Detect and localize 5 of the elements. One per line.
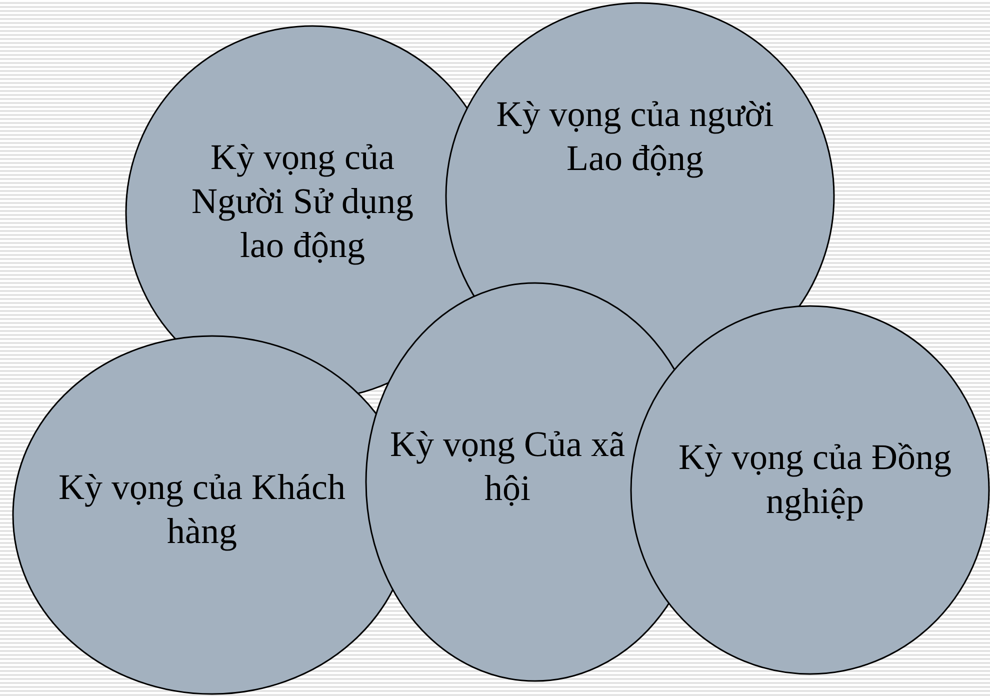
node-label: Kỳ vọng của người Lao động bbox=[495, 93, 775, 180]
node-label: Kỳ vọng của Khách hàng bbox=[58, 466, 346, 553]
node-label: Kỳ vọng của Đồng nghiệp bbox=[678, 436, 952, 523]
node-label: Kỳ vọng của Người Sử dụng lao động bbox=[190, 136, 415, 267]
node-label: Kỳ vọng Của xã hội bbox=[389, 423, 626, 510]
